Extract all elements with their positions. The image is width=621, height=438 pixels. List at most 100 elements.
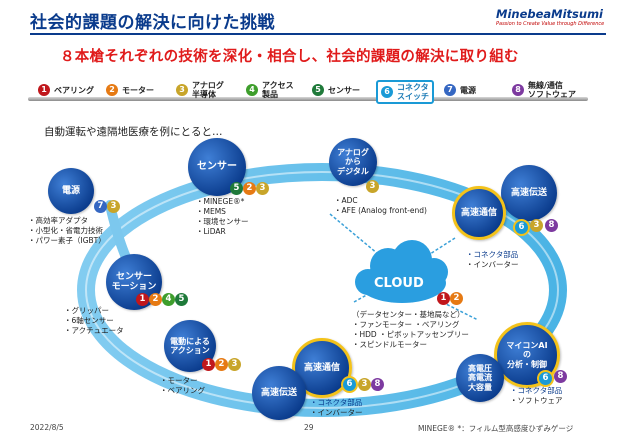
technology-number-badge: 5	[312, 84, 324, 96]
chip-motion-1: 1	[136, 293, 149, 306]
list-item: ・AFE (Analog front-end)	[334, 206, 427, 215]
company-tagline: Passion to Create Value through Differen…	[496, 21, 605, 27]
technology-cable	[28, 97, 588, 101]
list-item: ・ADC	[334, 196, 358, 205]
technology-item-3: 3 アナログ 半導体	[176, 80, 224, 100]
comm-bottom-items: ・コネクタ部品 ・インバーター	[310, 398, 363, 418]
chip-sensor-5: 5	[230, 182, 243, 195]
technology-label: 無線/通信 ソフトウェア	[528, 81, 576, 99]
list-item: ・コネクタ部品	[466, 250, 519, 259]
chip-action-2: 2	[215, 358, 228, 371]
footer-date: 2022/8/5	[30, 423, 64, 432]
technology-item-1: 1 ベアリング	[38, 80, 94, 100]
node-high-voltage: 高電圧 高電流 大容量	[456, 354, 504, 402]
technology-number-badge: 6	[381, 86, 393, 98]
list-item: ・MINEGE®*	[196, 197, 245, 206]
list-item: ・パワー素子（IGBT）	[28, 236, 106, 245]
technology-label: ベアリング	[54, 85, 94, 95]
chip-comm-bottom-6: 6	[341, 376, 358, 393]
chip-comm-bottom-3: 3	[358, 378, 371, 391]
list-item: ・MEMS	[196, 207, 226, 216]
chip-sensor-3: 3	[256, 182, 269, 195]
ai-items: ・コネクタ部品 ・ソフトウェア	[510, 386, 563, 406]
list-item: ・環境センサー	[196, 217, 249, 226]
subtitle: ８本槍それぞれの技術を深化・相合し、社会的課題の解決に取り組む	[60, 49, 519, 65]
list-item: ・モーター	[160, 376, 198, 385]
list-item: ・ソフトウェア	[510, 396, 563, 405]
chip-motion-4: 4	[162, 293, 175, 306]
node-comm-top-inner: 高速通信	[452, 186, 506, 240]
sensor-motion-items: ・グリッパー ・6軸センサー ・アクチュエータ	[64, 306, 124, 336]
node-analog-digital: アナログ から デジタル	[329, 138, 377, 186]
technology-item-6: 6 コネクタ スイッチ	[376, 80, 434, 104]
chip-ai-6: 6	[537, 370, 554, 387]
chip-motion-2: 2	[149, 293, 162, 306]
technology-item-5: 5 センサー	[312, 80, 360, 100]
technology-item-7: 7 電源	[444, 80, 476, 100]
page-title: 社会的課題の解決に向けた挑戦	[30, 13, 275, 33]
list-item: ・小型化・省電力技術	[28, 226, 103, 235]
power-items: ・高効率アダプタ ・小型化・省電力技術 ・パワー素子（IGBT）	[28, 216, 106, 246]
list-item: ・6軸センサー	[64, 316, 114, 325]
arrow-analog-cloud	[329, 213, 379, 255]
cloud-shape	[355, 240, 448, 303]
chip-cloud-2: 2	[450, 292, 463, 305]
chip-comm-top-3: 3	[530, 219, 543, 232]
node-power: 電源	[48, 168, 94, 214]
technology-item-4: 4 アクセス 製品	[246, 80, 294, 100]
sensor-items: ・MINEGE®* ・MEMS ・環境センサー ・LiDAR	[196, 197, 249, 237]
list-item: ・ベアリング	[160, 386, 205, 395]
loop-highlight	[85, 171, 559, 409]
list-item: （データセンター・基地局など）	[352, 310, 465, 319]
chip-motion-5: 5	[175, 293, 188, 306]
technology-label: コネクタ スイッチ	[397, 83, 429, 101]
chip-comm-top-6: 6	[513, 219, 530, 236]
technology-number-badge: 1	[38, 84, 50, 96]
footer-note: MINEGE® *：フィルム型高感度ひずみゲージ	[418, 424, 574, 433]
technology-item-2: 2 モーター	[106, 80, 154, 100]
chip-sensor-2: 2	[243, 182, 256, 195]
chip-comm-top-8: 8	[545, 219, 558, 232]
chip-action-3: 3	[228, 358, 241, 371]
chip-power-3: 3	[107, 200, 120, 213]
list-item: ・コネクタ部品	[510, 386, 563, 395]
technology-label: アクセス 製品	[262, 81, 294, 99]
actuation-items: ・モーター ・ベアリング	[160, 376, 205, 396]
cloud-items: （データセンター・基地局など） ・ファンモーター ・ベアリング ・HDD ・ピボ…	[352, 310, 469, 350]
chip-ai-8: 8	[554, 370, 567, 383]
chip-cloud-1: 1	[437, 292, 450, 305]
list-item: ・高効率アダプタ	[28, 216, 88, 225]
technology-number-badge: 8	[512, 84, 524, 96]
company-logo: MinebeaMitsumi	[496, 7, 604, 21]
chip-power-7: 7	[94, 200, 107, 213]
technology-label: アナログ 半導体	[192, 81, 224, 99]
page-number: 29	[304, 423, 314, 432]
technology-label: モーター	[122, 85, 154, 95]
list-item: ・アクチュエータ	[64, 326, 124, 335]
list-item: ・グリッパー	[64, 306, 109, 315]
technology-number-badge: 7	[444, 84, 456, 96]
list-item: ・HDD ・ピボットアッセンブリー	[352, 330, 469, 339]
list-item: ・コネクタ部品	[310, 398, 363, 407]
technology-number-badge: 3	[176, 84, 188, 96]
list-item: ・インバーター	[466, 260, 519, 269]
technology-number-badge: 2	[106, 84, 118, 96]
list-item: ・ファンモーター ・ベアリング	[352, 320, 460, 329]
list-item: ・LiDAR	[196, 227, 226, 236]
node-comm-top-outer: 高速伝送	[501, 165, 557, 221]
comm-top-items: ・コネクタ部品 ・インバーター	[466, 250, 519, 270]
title-divider	[30, 33, 606, 35]
chip-action-1: 1	[202, 358, 215, 371]
technology-number-badge: 4	[246, 84, 258, 96]
node-comm-bottom-outer: 高速伝送	[252, 366, 306, 420]
chip-analog-3: 3	[366, 180, 379, 193]
technology-item-8: 8 無線/通信 ソフトウェア	[512, 80, 576, 100]
arrow-comm-cloud	[429, 237, 456, 255]
list-item: ・インバーター	[310, 408, 363, 417]
technology-label: 電源	[460, 85, 476, 95]
technology-label: センサー	[328, 85, 360, 95]
analog-items: ・ADC ・AFE (Analog front-end)	[334, 196, 427, 216]
list-item: ・スピンドルモーター	[352, 340, 427, 349]
chip-comm-bottom-8: 8	[371, 378, 384, 391]
